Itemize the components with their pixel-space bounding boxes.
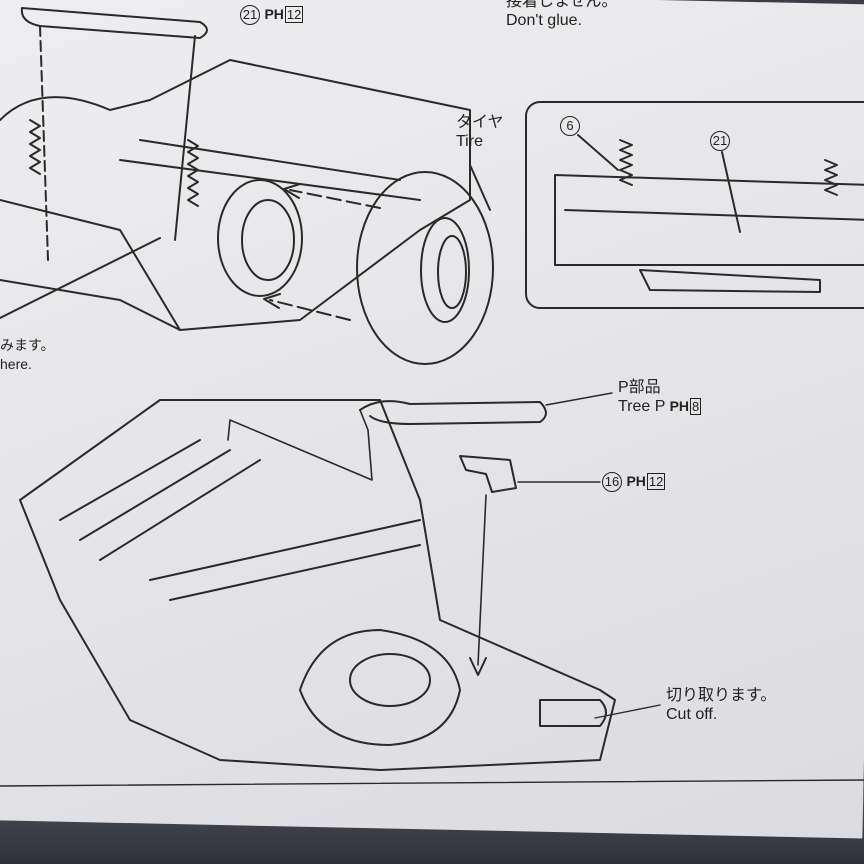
tree-p-part [359,400,547,425]
lower-chassis [19,399,616,771]
suspension-bar-21 [20,7,208,39]
part-16 [459,455,517,493]
ph-mark: PH [626,473,646,489]
tire-label: タイヤ Tire [456,114,504,150]
page-edge-line [0,779,864,787]
spring-left [29,119,41,175]
cut-off-note: 切り取ります。 Cut off. [666,687,777,723]
ph-number-box: 8 [690,398,702,415]
ph-mark: PH [669,398,690,414]
arrow-upper [289,189,381,209]
wheel-hub [217,179,303,297]
dont-glue-note: 接着しません。 Don't glue. [506,0,618,29]
inset-part-6: 6 [560,116,580,136]
detail-inset [525,101,864,309]
rotary-disc [299,629,461,746]
ph-number-box: 12 [646,473,666,490]
part-number-badge: 21 [240,5,260,25]
part-number-badge: 16 [602,472,622,492]
left-note: みます。 here. [0,337,55,372]
arrow-lower [269,299,351,321]
chassis-body [0,59,471,331]
motor-cylinder [539,699,607,727]
spring-right [187,139,199,207]
ph-mark: PH [264,6,284,22]
tire [356,171,494,365]
ph-number-box: 12 [284,6,304,23]
inset-part-21: 21 [710,131,730,151]
